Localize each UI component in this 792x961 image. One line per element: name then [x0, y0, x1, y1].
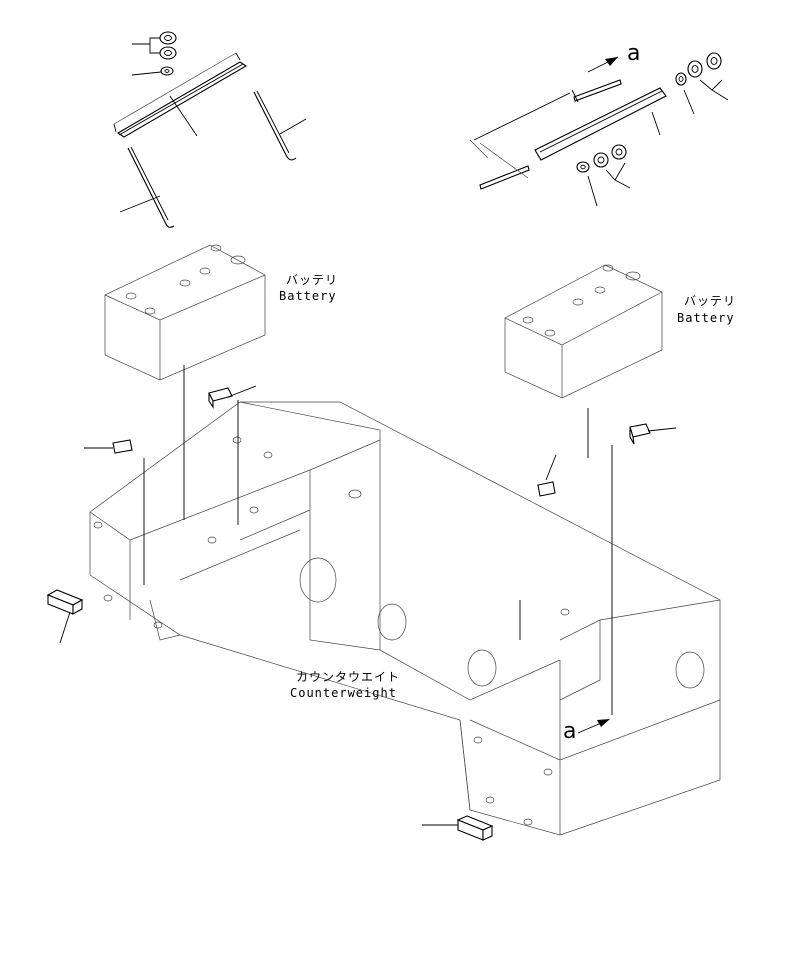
left-nut-lower: [159, 46, 177, 60]
battery-left-en: Battery: [279, 289, 337, 303]
view-arrow-bottom-head: [597, 719, 610, 727]
pad-left-mid: [84, 439, 133, 454]
right-nut-lower-a: [593, 152, 609, 168]
view-marker-bottom: a: [563, 719, 576, 744]
left-battery: バッテリ Battery: [104, 244, 338, 381]
right-nut-lower-b: [611, 144, 627, 160]
left-nut-upper: [159, 31, 177, 45]
battery-right-jp: バッテリ: [684, 294, 736, 308]
view-marker-top: a: [627, 41, 640, 66]
counterweight-en: Counterweight: [290, 686, 397, 700]
pad-right-mid: [537, 454, 557, 497]
view-arrow-top-head: [605, 57, 618, 66]
right-washer-lower: [576, 161, 590, 173]
block-bottom: [422, 815, 494, 841]
left-hold-down-assembly: [113, 31, 307, 228]
counterweight-jp: カウンタウエイト: [296, 670, 400, 684]
installation-lines: [143, 365, 613, 715]
left-washer: [160, 66, 174, 76]
block-left: [46, 589, 84, 644]
pad-left-upper: [208, 385, 257, 409]
battery-left-jp: バッテリ: [286, 273, 338, 287]
right-washer-upper: [675, 72, 687, 86]
right-nut-upper-a: [687, 60, 703, 78]
right-nut-upper-b: [706, 52, 722, 70]
right-battery: バッテリ Battery: [504, 264, 736, 399]
pad-right-upper: [629, 423, 677, 445]
battery-right-en: Battery: [677, 311, 735, 325]
counterweight: カウンタウエイト Counterweight a: [89, 401, 721, 836]
right-hold-down-assembly: a: [469, 41, 729, 207]
